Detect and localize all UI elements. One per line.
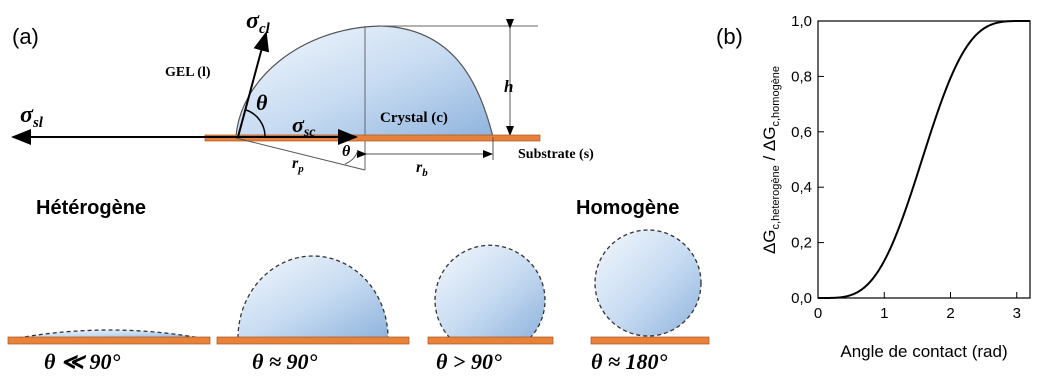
sigma-sl-label: σsl [20,102,44,131]
y-axis-ticks: 0,0 0,2 0,4 0,6 0,8 1,0 [791,13,824,307]
sigma-cl-arrow [237,31,270,138]
y-tick-label: 0,8 [791,68,812,85]
x-tick-label: 2 [946,305,954,322]
sigma-sc-label: σsc [292,112,316,140]
series-line [818,20,1030,299]
substrate-4 [590,336,710,345]
y-tick-label: 0,4 [791,179,812,196]
case-1-label: θ ≪ 90° [44,349,120,374]
case-2-label: θ ≈ 90° [252,349,317,374]
theta-arc [245,109,266,138]
theta-lower-label: θ [342,143,351,160]
panel-a: (a) h σcl GEL (l) θ σs [7,8,710,374]
x-axis-label: Angle de contact (rad) [840,342,1007,361]
heading-heterogene: Hétérogène [36,197,146,219]
panel-b-label: (b) [716,24,743,49]
droplet-sphere [594,229,702,337]
case-obtuse-droplet: θ > 90° [427,244,554,374]
substrate-2 [216,336,410,345]
lower-theta-arc [344,149,359,165]
x-tick-label: 0 [814,305,822,322]
case-sphere-droplet: θ ≈ 180° [590,229,710,374]
x-tick-label: 3 [1013,305,1021,322]
y-tick-label: 0,2 [791,235,812,252]
x-tick-label: 1 [880,305,888,322]
substrate-label: Substrate (s) [518,147,594,162]
theta-label: θ [256,90,268,115]
panel-b: (b) 0,0 0,2 0,4 0,6 0,8 1,0 0 1 2 3 Angle de con… [716,13,1031,361]
rp-line [235,137,366,171]
sigma-cl-label: σcl [246,8,271,37]
y-tick-label: 0,0 [791,290,812,307]
rb-label: rb [416,159,428,179]
y-tick-label: 1,0 [791,13,812,30]
plot-frame [817,20,1031,299]
case-4-label: θ ≈ 180° [591,349,667,374]
case-3-label: θ > 90° [436,349,502,374]
case-flat-droplet: θ ≪ 90° [7,329,211,374]
rp-label: rp [292,155,304,175]
heading-homogene: Homogène [576,197,679,219]
panel-a-label: (a) [12,24,39,49]
gel-label: GEL (l) [165,65,211,80]
substrate-3 [427,336,554,345]
contact-angle-schematic: h σcl GEL (l) θ σsc σsl Crystal (c) Subs… [11,8,594,179]
y-axis-label: ΔGc,heterogène / ΔGc,homogène [760,66,782,254]
case-hemisphere-droplet: θ ≈ 90° [216,255,410,374]
droplet-obtuse [434,244,546,339]
y-tick-label: 0,6 [791,124,812,141]
droplet-hemisphere [237,255,389,339]
substrate-1 [7,336,211,345]
crystal-label: Crystal (c) [380,110,448,126]
droplet-flat [17,329,201,339]
chart-b: 0,0 0,2 0,4 0,6 0,8 1,0 0 1 2 3 Angle de contact… [760,13,1031,361]
h-label: h [504,77,513,96]
